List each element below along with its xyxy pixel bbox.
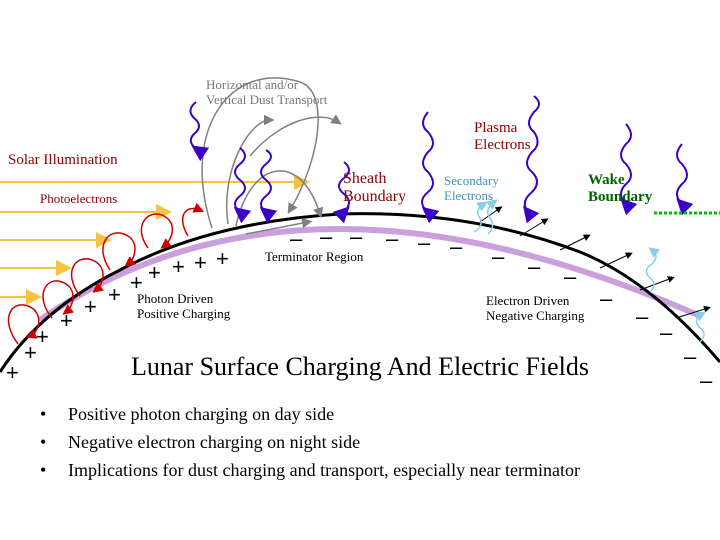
plus-sign: + <box>36 324 49 349</box>
plasma-electron-paths <box>189 95 694 224</box>
plus-sign: + <box>148 260 161 285</box>
minus-sign: – <box>528 254 541 279</box>
solar-illumination-label: Solar Illumination <box>8 152 118 168</box>
bullet-item: • Implications for dust charging and tran… <box>40 460 580 484</box>
plus-sign: + <box>194 250 207 275</box>
plus-sign: + <box>172 254 185 279</box>
bullet-marker: • <box>40 432 47 452</box>
bullet-marker: • <box>40 404 47 424</box>
minus-sign: – <box>290 226 303 251</box>
bullet-list: • Positive photon charging on day side • N… <box>40 404 580 488</box>
plus-sign: + <box>24 340 37 365</box>
minus-sign: – <box>320 224 333 249</box>
secondary-electron-paths <box>473 199 706 343</box>
minus-sign: – <box>418 230 431 255</box>
bullet-text: Positive photon charging on day side <box>68 404 335 424</box>
minus-sign: – <box>660 320 673 345</box>
minus-sign: – <box>450 234 463 259</box>
plus-sign: + <box>84 294 97 319</box>
plus-sign: + <box>60 308 73 333</box>
sheath-band <box>38 226 702 323</box>
minus-sign: – <box>600 286 613 311</box>
diagram-title: Lunar Surface Charging And Electric Fiel… <box>130 352 589 381</box>
plasma-electrons-label: Plasma Electrons <box>474 120 531 154</box>
wake-boundary-label: Wake Boundary <box>588 172 653 206</box>
photoelectron-loops <box>7 202 205 345</box>
sheath-boundary-label: Sheath Boundary <box>343 170 407 206</box>
secondary-electrons-label: Secondary Electrons <box>444 173 499 203</box>
minus-sign: – <box>636 304 649 329</box>
minus-sign: – <box>350 224 363 249</box>
plus-sign: + <box>216 246 229 271</box>
plus-sign: + <box>130 270 143 295</box>
dust-transport-label: Horizontal and/or Vertical Dust Transpor… <box>206 77 328 107</box>
minus-sign: – <box>700 368 713 393</box>
minus-sign: – <box>386 226 399 251</box>
bullet-text: Implications for dust charging and trans… <box>68 460 581 480</box>
electric-field-lines <box>479 206 711 319</box>
minus-sign: – <box>684 344 697 369</box>
bullet-item: • Negative electron charging on night sid… <box>40 432 580 456</box>
bullet-text: Negative electron charging on night side <box>68 432 361 452</box>
minus-sign: – <box>564 264 577 289</box>
photoelectrons-label: Photoelectrons <box>40 191 118 206</box>
bullet-marker: • <box>40 460 47 480</box>
electron-charging-label: Electron Driven Negative Charging <box>486 293 585 323</box>
terminator-region-label: Terminator Region <box>265 249 364 264</box>
bullet-item: • Positive photon charging on day side <box>40 404 580 428</box>
photon-charging-label: Photon Driven Positive Charging <box>137 291 231 321</box>
plus-sign: + <box>108 282 121 307</box>
plus-sign: + <box>6 360 19 385</box>
dust-transport-paths <box>201 77 342 235</box>
minus-sign: – <box>492 244 505 269</box>
